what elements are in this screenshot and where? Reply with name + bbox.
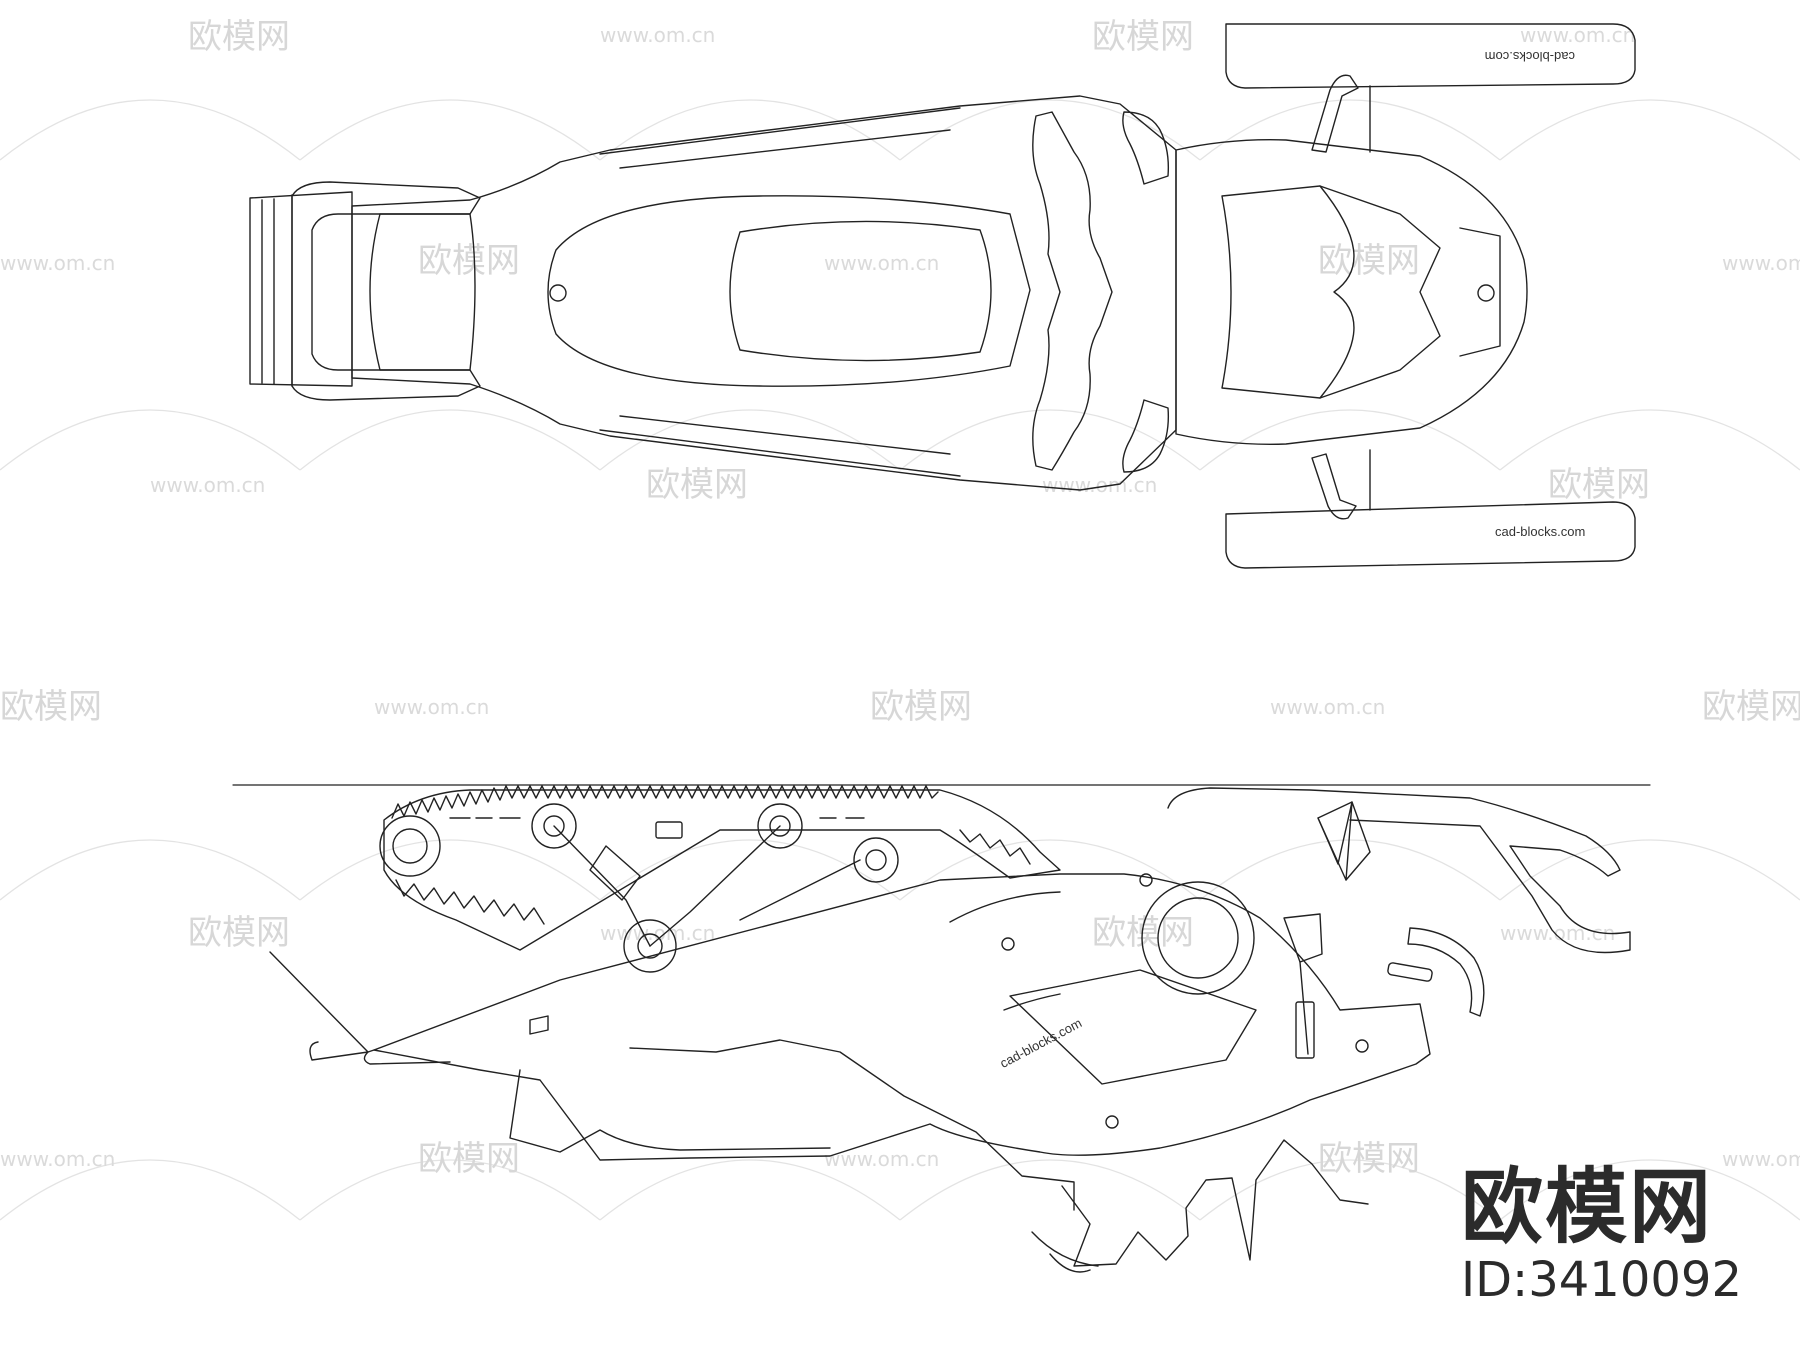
snowmobile-drawing: cad-blocks.com cad-blocks.com (232, 23, 1651, 1273)
watermark-site: www.om.cn (150, 473, 265, 497)
watermark-text-layer: 欧模网 www.om.cn 欧模网 www.om.cn www.om.cn 欧模… (0, 17, 1800, 1179)
hood (1175, 139, 1528, 445)
brand-title: 欧模网 (1460, 1159, 1713, 1255)
rear-bumper (291, 181, 481, 401)
side-decal: cad-blocks.com (997, 1015, 1084, 1071)
watermark-brand: 欧模网 (646, 465, 748, 505)
top-view: cad-blocks.com cad-blocks.com (249, 23, 1636, 569)
bogie-wheel (623, 919, 677, 973)
watermark-brand: 欧模网 (188, 913, 290, 953)
rear-flap (249, 191, 353, 387)
ski-decal-top: cad-blocks.com (1485, 49, 1575, 64)
watermark-site: www.om.cn (824, 251, 939, 275)
watermark-site: www.om.cn (1500, 921, 1615, 945)
watermark-brand: 欧模网 (418, 1139, 520, 1179)
seat (547, 195, 1031, 387)
watermark-site: www.om.cn (600, 23, 715, 47)
watermark-brand: 欧模网 (1318, 1139, 1420, 1179)
brand-badge: 欧模网 ID:3410092 (1460, 1159, 1742, 1308)
ski-decal-bottom: cad-blocks.com (1495, 524, 1585, 539)
track (383, 789, 1061, 951)
idler-wheel-1 (531, 803, 577, 849)
watermark-site: www.om.cn (1722, 251, 1800, 275)
idler-wheel-2 (757, 803, 803, 849)
watermark-brand: 欧模网 (188, 17, 290, 57)
watermark-brand: 欧模网 (418, 241, 520, 281)
handlebar (1032, 111, 1113, 471)
watermark-brand: 欧模网 (870, 687, 972, 727)
side-view: cad-blocks.com (269, 785, 1631, 1273)
hood-bolt (1477, 284, 1495, 302)
watermark-brand: 欧模网 (1092, 17, 1194, 57)
watermark-site: www.om.cn (600, 921, 715, 945)
seat-bolt (549, 284, 567, 302)
watermark-site: www.om.cn (0, 251, 115, 275)
watermark-brand: 欧模网 (1318, 241, 1420, 281)
windshield (1167, 787, 1631, 954)
watermark-site: www.om.cn (1722, 1147, 1800, 1171)
ski-leg-top (1311, 74, 1359, 153)
asset-id: ID:3410092 (1460, 1251, 1742, 1308)
watermark-site: www.om.cn (1270, 695, 1385, 719)
ski-leg-bottom (1311, 453, 1357, 520)
watermark-site: www.om.cn (374, 695, 489, 719)
watermark-brand: 欧模网 (1548, 465, 1650, 505)
body-side (373, 873, 1431, 1161)
watermark-site: www.om.cn (0, 1147, 115, 1171)
watermark-site: www.om.cn (1042, 473, 1157, 497)
watermark-site: www.om.cn (824, 1147, 939, 1171)
rear-wheel (379, 815, 441, 877)
watermark-site: www.om.cn (1520, 23, 1635, 47)
cover-port (1141, 881, 1255, 995)
watermark-brand: 欧模网 (0, 687, 102, 727)
ski-bottom (1225, 501, 1636, 569)
watermark-brand: 欧模网 (1702, 687, 1800, 727)
ski-top (1225, 23, 1636, 89)
